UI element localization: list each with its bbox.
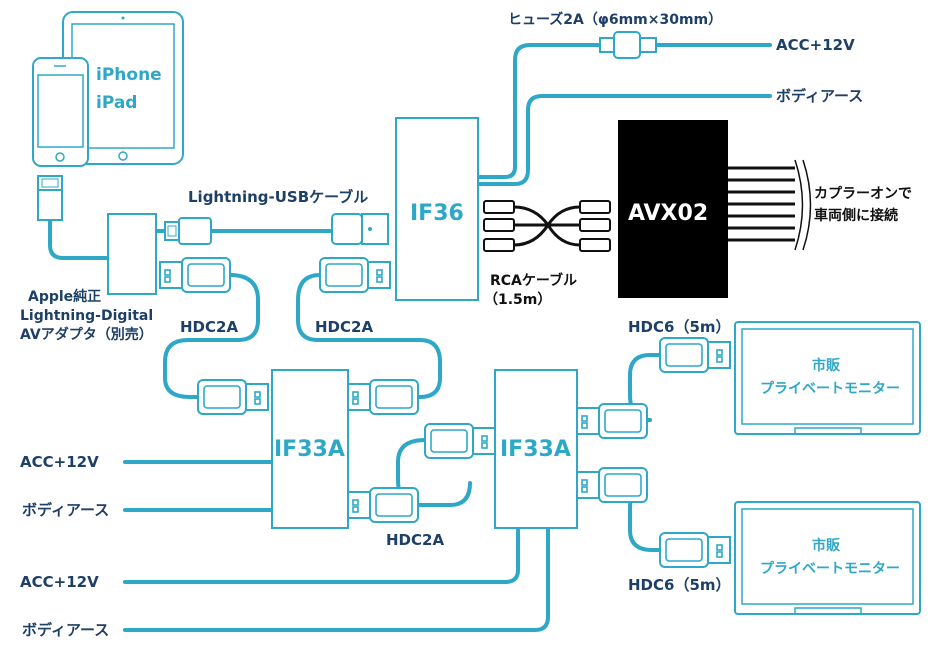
hdc6-bottom-label: HDC6（5m） [628, 576, 731, 594]
hdc6-top-label: HDC6（5m） [628, 318, 731, 336]
fuse-icon [599, 31, 657, 59]
monitor-top-icon [734, 321, 921, 435]
adapter-label-3: AVアダプタ（別売） [20, 326, 153, 343]
avx02-box [618, 120, 728, 298]
monitor-bottom-label-2: プライベートモニター [760, 561, 900, 577]
coupler-label-2: 車両側に接続 [814, 207, 898, 224]
lightning-usb-plug-left [164, 217, 212, 245]
hdmi-connector-hdc2a-mid-top [319, 257, 391, 293]
hdmi-connector-hdc2a-mid-bottom [347, 379, 419, 415]
hdmi-connector-hdc6-bottom-right [659, 532, 731, 568]
lightning-usb-label: Lightning-USBケーブル [188, 188, 368, 206]
adapter-label-1: Apple純正 [28, 288, 101, 305]
rca-label-1: RCAケーブル [490, 272, 577, 289]
hdc2a-mid-label: HDC2A [315, 318, 373, 336]
hdmi-connector-hdc2a-bottom-bottom [347, 487, 419, 523]
hdmi-connector-hdc6-bottom-left [576, 467, 648, 503]
acc-bottom-label: ACC+12V [20, 573, 99, 591]
cable-body-top [478, 94, 772, 186]
if36-label: IF36 [410, 201, 464, 226]
cable-acc-top [478, 43, 602, 179]
avx02-harness [728, 159, 812, 251]
if33a-right-label: IF33A [500, 437, 571, 462]
acc-mid-label: ACC+12V [20, 453, 99, 471]
avx02-label: AVX02 [628, 201, 708, 226]
if33a-left-box [271, 369, 349, 529]
iphone-label: iPhone [96, 65, 162, 85]
cable-body-bottom [123, 528, 550, 632]
cable-hdc2a-left [163, 273, 260, 399]
apple-av-adapter [107, 213, 157, 295]
fuse-label: ヒューズ2A（φ6mm×30mm） [508, 11, 722, 28]
if33a-left-label: IF33A [274, 437, 345, 462]
cable-acc-bottom [123, 528, 520, 584]
monitor-bottom-icon [734, 501, 921, 615]
acc-top-label: ACC+12V [776, 36, 855, 54]
rca-cable [483, 200, 611, 252]
adapter-label-2: Lightning-Digital [20, 308, 153, 324]
hdmi-connector-hdc6-top-left [576, 403, 648, 439]
lightning-usb-plug-right [331, 213, 389, 245]
hdmi-connector-hdc2a-left-top [159, 257, 231, 293]
lightning-plug-icon [37, 175, 63, 221]
if33a-right-box [494, 369, 578, 529]
coupler-label-1: カプラーオンで [814, 186, 912, 202]
hdmi-connector-hdc6-top-right [659, 337, 731, 373]
cable-hdc2a-mid [296, 273, 442, 399]
hdmi-connector-hdc2a-left-bottom [197, 379, 269, 415]
hdc2a-left-label: HDC2A [180, 318, 238, 336]
hdmi-connector-hdc2a-bottom-top [424, 423, 496, 459]
hdc2a-bottom-label: HDC2A [386, 531, 444, 549]
cable-lightning-phone [48, 218, 110, 260]
body-mid-label: ボディアース [22, 501, 109, 519]
body-top-label: ボディアース [776, 87, 863, 105]
iphone-icon [32, 57, 89, 167]
monitor-bottom-label-1: 市販 [812, 537, 841, 554]
if36-box [395, 117, 479, 301]
monitor-top-label-2: プライベートモニター [760, 381, 900, 397]
rca-label-2: （1.5m） [484, 292, 551, 308]
ipad-label: iPad [96, 93, 137, 113]
monitor-top-label-1: 市販 [812, 357, 841, 374]
body-bottom-label: ボディアース [22, 621, 109, 639]
